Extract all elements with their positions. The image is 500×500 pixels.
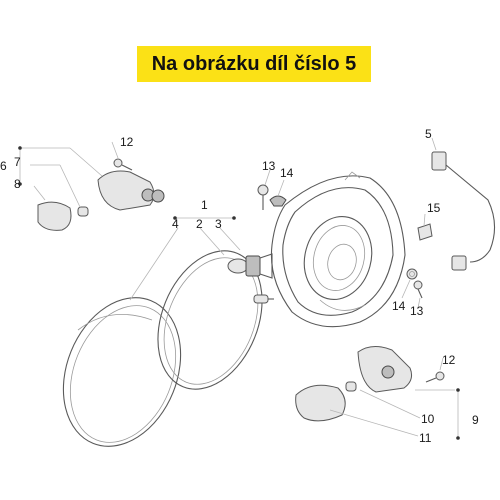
banner-title: Na obrázku díl číslo 5 bbox=[151, 52, 357, 75]
small-position-bulb[interactable] bbox=[253, 294, 274, 304]
callout-2: 2 bbox=[196, 217, 203, 231]
part-7-bulb-left[interactable] bbox=[77, 206, 89, 217]
part-11-lens-right[interactable] bbox=[295, 384, 346, 422]
headlight-housing[interactable] bbox=[270, 171, 406, 328]
callout-13-bottom: 13 bbox=[410, 304, 424, 318]
part-5-wiring-harness[interactable] bbox=[431, 151, 496, 271]
clip-14-top[interactable] bbox=[269, 195, 287, 207]
callout-9: 9 bbox=[472, 413, 479, 427]
callout-1: 1 bbox=[201, 198, 208, 212]
clip-14-bottom[interactable] bbox=[406, 268, 418, 280]
callout-14-top: 14 bbox=[280, 166, 294, 180]
part-10-bulb-right[interactable] bbox=[345, 381, 357, 392]
callout-14-bottom: 14 bbox=[392, 299, 406, 313]
part-12-screw-right[interactable] bbox=[425, 371, 445, 383]
callout-11: 11 bbox=[419, 431, 432, 445]
right-turn-signal-housing[interactable] bbox=[357, 346, 412, 393]
callout-12-right: 12 bbox=[442, 353, 456, 367]
callout-3: 3 bbox=[215, 217, 222, 231]
part-12-screw-left[interactable] bbox=[113, 158, 133, 171]
part-8-lens-left[interactable] bbox=[37, 201, 72, 231]
callout-4: 4 bbox=[172, 217, 179, 231]
callout-10: 10 bbox=[421, 412, 435, 426]
screw-13-bottom[interactable] bbox=[413, 280, 423, 299]
callout-6: 6 bbox=[0, 159, 7, 173]
screw-13-top[interactable] bbox=[257, 184, 269, 210]
leader-lines bbox=[19, 137, 459, 438]
callout-12-left: 12 bbox=[120, 135, 134, 149]
leader-dots bbox=[18, 146, 460, 440]
part-15-clip[interactable] bbox=[417, 223, 433, 241]
part-4-headlight-rim[interactable] bbox=[42, 280, 202, 464]
callout-13-top: 13 bbox=[262, 159, 276, 173]
left-turn-signal-housing[interactable] bbox=[97, 170, 165, 211]
title-banner: Na obrázku díl číslo 5 bbox=[137, 46, 371, 82]
callout-5: 5 bbox=[425, 127, 432, 141]
callout-labels: 1 4 2 3 5 6 7 8 9 10 11 12 12 13 14 14 1… bbox=[0, 127, 479, 445]
callout-8: 8 bbox=[14, 177, 21, 191]
callout-7: 7 bbox=[14, 155, 21, 169]
callout-15: 15 bbox=[427, 201, 441, 215]
part-3-headlight-bulb[interactable] bbox=[227, 253, 273, 279]
